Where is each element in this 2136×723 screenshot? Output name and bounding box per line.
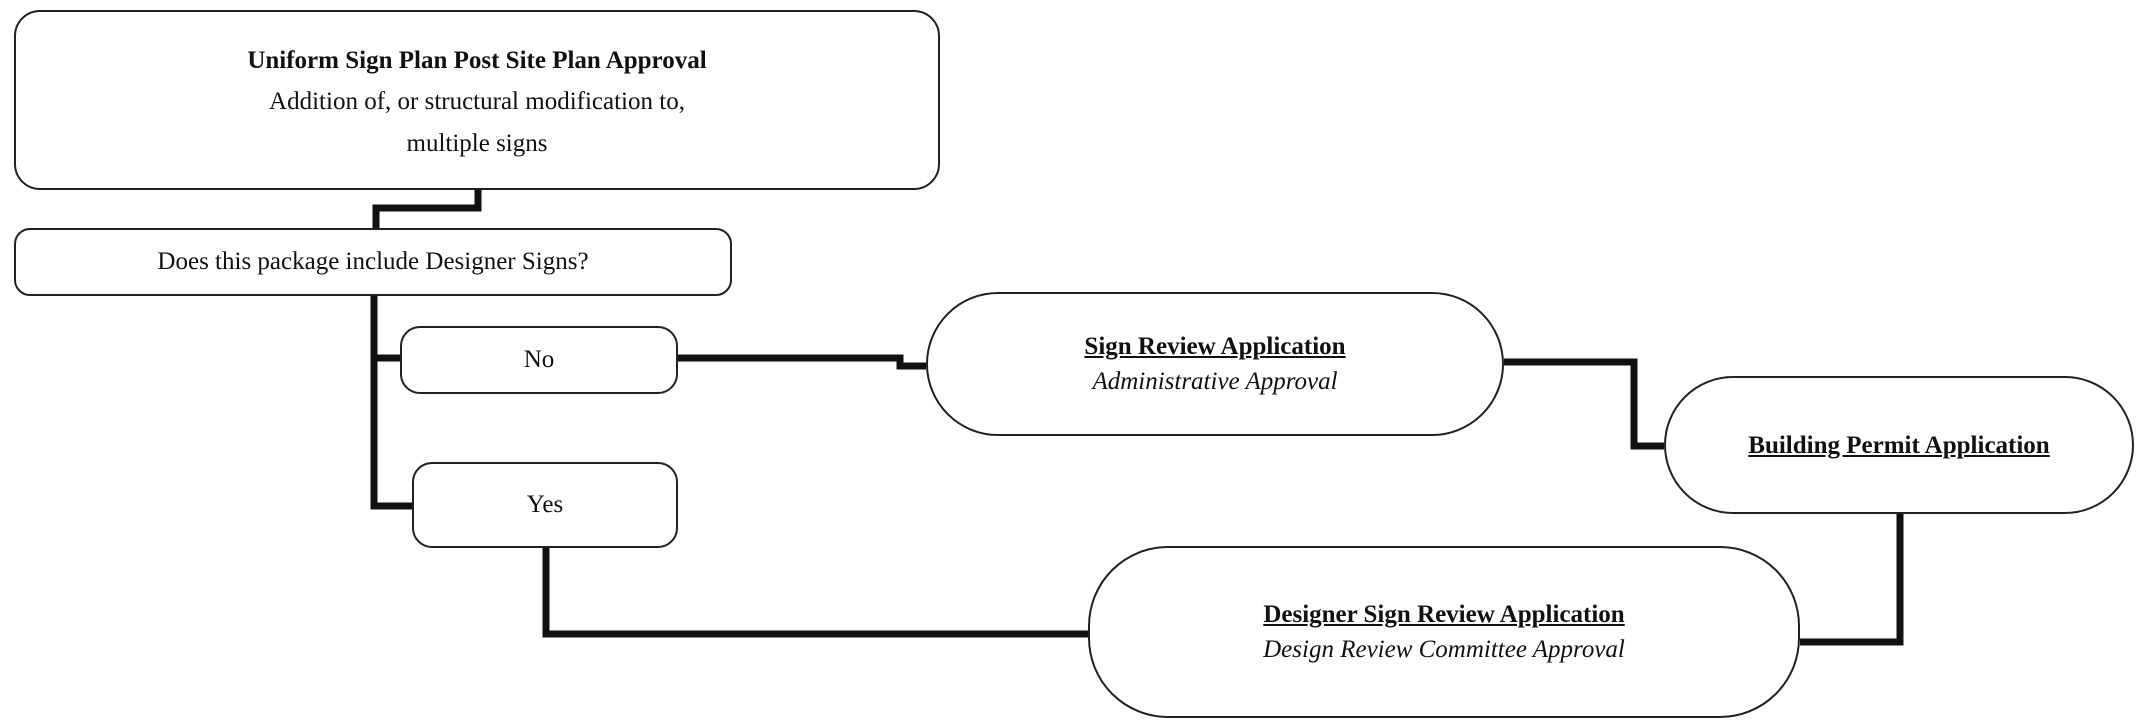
- start-node-line-2: Addition of, or structural modification …: [269, 88, 685, 116]
- connector-sign-review-to-permit: [1504, 358, 1664, 450]
- decision-question-text: Does this package include Designer Signs…: [157, 248, 589, 276]
- connector-no-to-sign-review: [678, 354, 926, 370]
- designer-sign-review-application-node: Designer Sign Review Application Design …: [1088, 546, 1800, 718]
- decision-node-designer-signs: Does this package include Designer Signs…: [14, 228, 732, 296]
- start-node-uniform-sign-plan: Uniform Sign Plan Post Site Plan Approva…: [14, 10, 940, 190]
- connector-permit-to-designer-review: [1800, 514, 1904, 646]
- sign-review-subtitle: Administrative Approval: [1092, 368, 1338, 395]
- connector-yes-to-designer-review: [542, 548, 1088, 638]
- designer-review-title: Designer Sign Review Application: [1263, 601, 1625, 628]
- designer-review-subtitle: Design Review Committee Approval: [1263, 636, 1625, 663]
- option-yes-box: Yes: [412, 462, 678, 548]
- start-node-line-3: multiple signs: [406, 129, 548, 157]
- option-no-box: No: [400, 326, 678, 394]
- sign-review-application-node: Sign Review Application Administrative A…: [926, 292, 1504, 436]
- sign-review-title: Sign Review Application: [1084, 333, 1346, 360]
- connector-question-to-yes: [370, 356, 412, 510]
- building-permit-title: Building Permit Application: [1748, 431, 2050, 459]
- option-no-label: No: [523, 346, 555, 374]
- option-yes-label: Yes: [526, 491, 564, 519]
- start-node-title: Uniform Sign Plan Post Site Plan Approva…: [247, 47, 707, 75]
- building-permit-application-node: Building Permit Application: [1664, 376, 2134, 514]
- connector-start-to-question: [372, 190, 482, 228]
- connector-question-to-no: [370, 296, 400, 362]
